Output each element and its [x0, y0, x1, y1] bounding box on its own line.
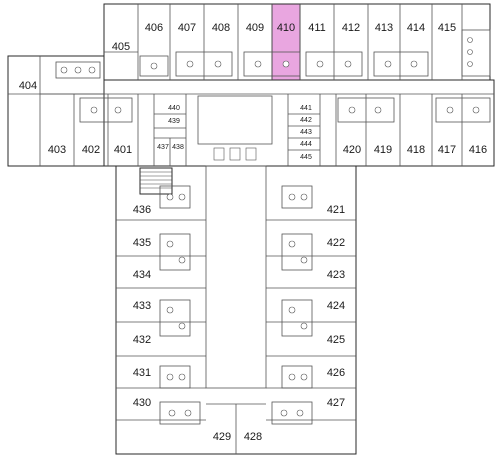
room-labels: 406 407 408 409 410 411 412 413 414 415 …: [19, 22, 487, 443]
room-416-label[interactable]: 416: [469, 144, 487, 156]
room-402-label[interactable]: 402: [82, 144, 100, 156]
room-421-label[interactable]: 421: [327, 204, 345, 216]
room-422-label[interactable]: 422: [327, 237, 345, 249]
room-445-label[interactable]: 445: [300, 154, 312, 161]
room-403-label[interactable]: 403: [48, 144, 66, 156]
room-405-label[interactable]: 405: [112, 41, 130, 53]
room-413-label[interactable]: 413: [375, 22, 393, 34]
room-432-label[interactable]: 432: [133, 334, 151, 346]
room-401-label[interactable]: 401: [114, 144, 132, 156]
room-423-label[interactable]: 423: [327, 269, 345, 281]
room-444-label[interactable]: 444: [300, 141, 312, 148]
room-441-label[interactable]: 441: [300, 105, 312, 112]
room-429-label[interactable]: 429: [213, 431, 231, 443]
room-443-label[interactable]: 443: [300, 129, 312, 136]
room-442-label[interactable]: 442: [300, 117, 312, 124]
stairwell-left: [139, 167, 173, 195]
central-wing-partitions: [116, 165, 356, 454]
room-433-label[interactable]: 433: [133, 300, 151, 312]
room-428-label[interactable]: 428: [244, 431, 262, 443]
room-417-label[interactable]: 417: [438, 144, 456, 156]
room-410-highlight[interactable]: [271, 3, 301, 81]
room-410-label[interactable]: 410: [277, 22, 295, 34]
main-band-partitions: [8, 93, 494, 166]
room-415-label[interactable]: 415: [438, 22, 456, 34]
room-420-label[interactable]: 420: [343, 144, 361, 156]
room-434-label[interactable]: 434: [133, 269, 151, 281]
room-408-label[interactable]: 408: [212, 22, 230, 34]
room-409-label[interactable]: 409: [246, 22, 264, 34]
left-annex-fixtures: [60, 66, 96, 74]
room-418-label[interactable]: 418: [407, 144, 425, 156]
central-wing-fixtures: [166, 193, 308, 417]
room-406-label[interactable]: 406: [145, 22, 163, 34]
room-438-label[interactable]: 438: [172, 144, 184, 151]
top-wing-partitions: [104, 4, 491, 80]
room-439-label[interactable]: 439: [168, 118, 180, 125]
room-404-label[interactable]: 404: [19, 80, 37, 92]
room-431-label[interactable]: 431: [133, 367, 151, 379]
main-band-fixtures: [90, 106, 480, 161]
room-427-label[interactable]: 427: [327, 397, 345, 409]
room-430-label[interactable]: 430: [133, 397, 151, 409]
room-436-label[interactable]: 436: [133, 204, 151, 216]
room-426-label[interactable]: 426: [327, 367, 345, 379]
top-wing-fixtures: [150, 37, 473, 70]
room-407-label[interactable]: 407: [178, 22, 196, 34]
room-437-label[interactable]: 437: [157, 144, 169, 151]
room-435-label[interactable]: 435: [133, 237, 151, 249]
room-440-label[interactable]: 440: [168, 105, 180, 112]
room-424-label[interactable]: 424: [327, 300, 345, 312]
room-425-label[interactable]: 425: [327, 334, 345, 346]
room-419-label[interactable]: 419: [374, 144, 392, 156]
room-414-label[interactable]: 414: [407, 22, 425, 34]
room-411-label[interactable]: 411: [308, 22, 326, 34]
room-412-label[interactable]: 412: [342, 22, 360, 34]
